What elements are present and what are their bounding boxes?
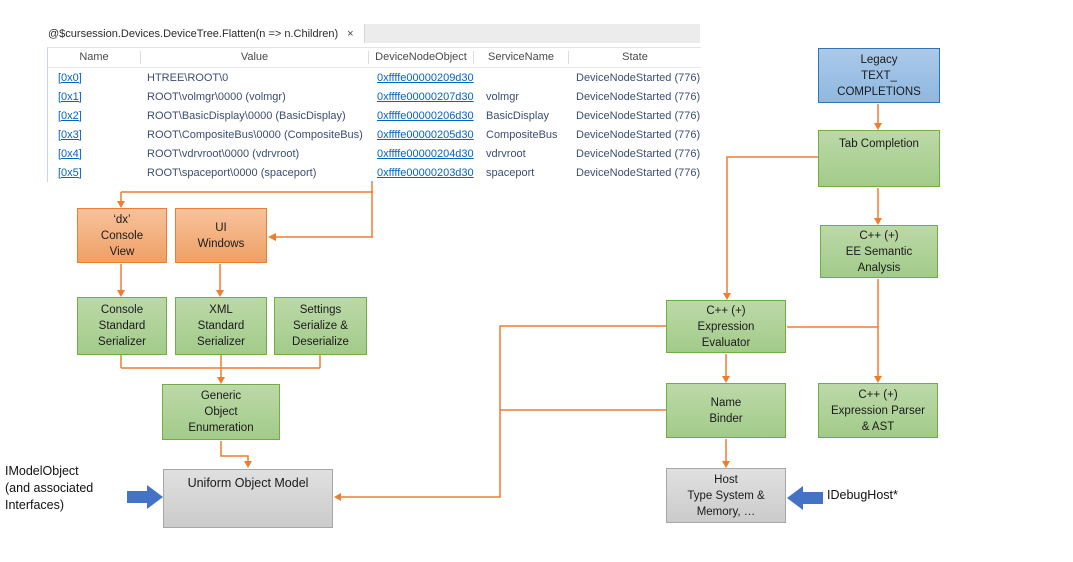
box-dx-console-view: ‘dx’ Console View	[77, 208, 167, 263]
watch-window-tab[interactable]: @$cursession.Devices.DeviceTree.Flatten(…	[35, 24, 365, 43]
connector-generic-enumeration-to-uniform-model	[220, 441, 252, 468]
box-generic-object-enumeration: Generic Object Enumeration	[162, 384, 280, 440]
row-value: HTREE\ROOT\0	[147, 71, 229, 84]
connector-expression-evaluator-to-name-binder	[722, 354, 730, 383]
row-state: DeviceNodeStarted (776)	[576, 90, 701, 103]
row-state: DeviceNodeStarted (776)	[576, 166, 701, 179]
row-devicenode-link[interactable]: 0xffffe00000203d30	[377, 166, 474, 179]
row-name-link[interactable]: [0x3]	[58, 128, 82, 141]
imodelobject-block-arrow	[127, 485, 163, 509]
connector-ee-semantic-to-expression-parser	[874, 279, 882, 383]
box-settings-serialize-deserialize: Settings Serialize & Deserialize	[274, 297, 367, 355]
column-header-servicename[interactable]: ServiceName	[474, 51, 569, 64]
row-state: DeviceNodeStarted (776)	[576, 147, 701, 160]
column-header-value[interactable]: Value	[141, 51, 369, 64]
connector-table-to-dx-and-ui	[117, 181, 373, 241]
box-name-binder: Name Binder	[666, 383, 786, 438]
connector-tab-completion-to-expression-evaluator	[723, 156, 818, 300]
watch-expression-label: @$cursession.Devices.DeviceTree.Flatten(…	[48, 27, 339, 40]
box-console-standard-serializer: Console Standard Serializer	[77, 297, 167, 355]
row-name-link[interactable]: [0x1]	[58, 90, 82, 103]
idebughost-block-arrow	[787, 486, 823, 510]
row-value: ROOT\volmgr\0000 (volmgr)	[147, 90, 286, 103]
box-legacy-text-completions: Legacy TEXT_ COMPLETIONS	[818, 48, 940, 103]
connector-evaluator-to-uniform-object-model	[334, 325, 666, 501]
box-xml-standard-serializer: XML Standard Serializer	[175, 297, 267, 355]
connector-tab-completion-to-ee-semantic	[874, 188, 882, 225]
table-row: [0x3] ROOT\CompositeBus\0000 (CompositeB…	[48, 125, 701, 144]
box-ee-semantic-analysis: C++ (+) EE Semantic Analysis	[820, 225, 938, 278]
row-servicename: CompositeBus	[486, 128, 558, 141]
box-host-type-system: Host Type System & Memory, …	[666, 468, 786, 523]
box-expression-evaluator: C++ (+) Expression Evaluator	[666, 300, 786, 353]
table-row: [0x4] ROOT\vdrvroot\0000 (vdrvroot) 0xff…	[48, 144, 701, 163]
device-tree-table: Name Value DeviceNodeObject ServiceName …	[47, 47, 701, 182]
imodelobject-label: IModelObject (and associated Interfaces)	[5, 464, 94, 512]
connector-name-binder-to-host	[722, 439, 730, 468]
row-state: DeviceNodeStarted (776)	[576, 71, 701, 84]
column-header-state[interactable]: State	[622, 51, 648, 63]
idebughost-label: IDebugHost*	[827, 488, 898, 502]
box-uniform-object-model: Uniform Object Model	[163, 469, 333, 528]
row-value: ROOT\CompositeBus\0000 (CompositeBus)	[147, 128, 363, 141]
tab-close-icon[interactable]: ×	[347, 27, 354, 40]
table-row: [0x0] HTREE\ROOT\0 0xffffe00000209d30 De…	[48, 68, 701, 87]
row-servicename: vdrvroot	[486, 147, 526, 160]
row-servicename: volmgr	[486, 90, 520, 103]
row-servicename: BasicDisplay	[486, 109, 549, 122]
row-name-link[interactable]: [0x4]	[58, 147, 82, 160]
connector-serializers-to-generic-enumeration	[120, 355, 321, 384]
row-devicenode-link[interactable]: 0xffffe00000206d30	[377, 109, 474, 122]
table-header-row: Name Value DeviceNodeObject ServiceName …	[48, 48, 701, 68]
row-name-link[interactable]: [0x5]	[58, 166, 82, 179]
row-devicenode-link[interactable]: 0xffffe00000207d30	[377, 90, 474, 103]
row-name-link[interactable]: [0x0]	[58, 71, 82, 84]
box-ui-windows: UI Windows	[175, 208, 267, 263]
row-value: ROOT\spaceport\0000 (spaceport)	[147, 166, 317, 179]
table-row: [0x5] ROOT\spaceport\0000 (spaceport) 0x…	[48, 163, 701, 182]
column-header-devicenodeobject[interactable]: DeviceNodeObject	[369, 51, 474, 64]
connector-dx-to-console-serializer	[117, 264, 125, 297]
row-devicenode-link[interactable]: 0xffffe00000205d30	[377, 128, 474, 141]
row-value: ROOT\BasicDisplay\0000 (BasicDisplay)	[147, 109, 346, 122]
column-header-name[interactable]: Name	[48, 51, 141, 64]
connector-ui-windows-to-xml-serializer	[216, 264, 224, 297]
row-devicenode-link[interactable]: 0xffffe00000209d30	[377, 71, 474, 84]
box-tab-completion: Tab Completion	[818, 130, 940, 187]
table-row: [0x1] ROOT\volmgr\0000 (volmgr) 0xffffe0…	[48, 87, 701, 106]
watch-window-tab-strip: @$cursession.Devices.DeviceTree.Flatten(…	[35, 24, 700, 43]
row-state: DeviceNodeStarted (776)	[576, 128, 701, 141]
row-state: DeviceNodeStarted (776)	[576, 109, 701, 122]
row-servicename: spaceport	[486, 166, 535, 179]
connector-legacy-to-tab-completion	[874, 104, 882, 130]
box-expression-parser-ast: C++ (+) Expression Parser & AST	[818, 383, 938, 438]
row-value: ROOT\vdrvroot\0000 (vdrvroot)	[147, 147, 300, 160]
table-row: [0x2] ROOT\BasicDisplay\0000 (BasicDispl…	[48, 106, 701, 125]
row-name-link[interactable]: [0x2]	[58, 109, 82, 122]
row-devicenode-link[interactable]: 0xffffe00000204d30	[377, 147, 474, 160]
